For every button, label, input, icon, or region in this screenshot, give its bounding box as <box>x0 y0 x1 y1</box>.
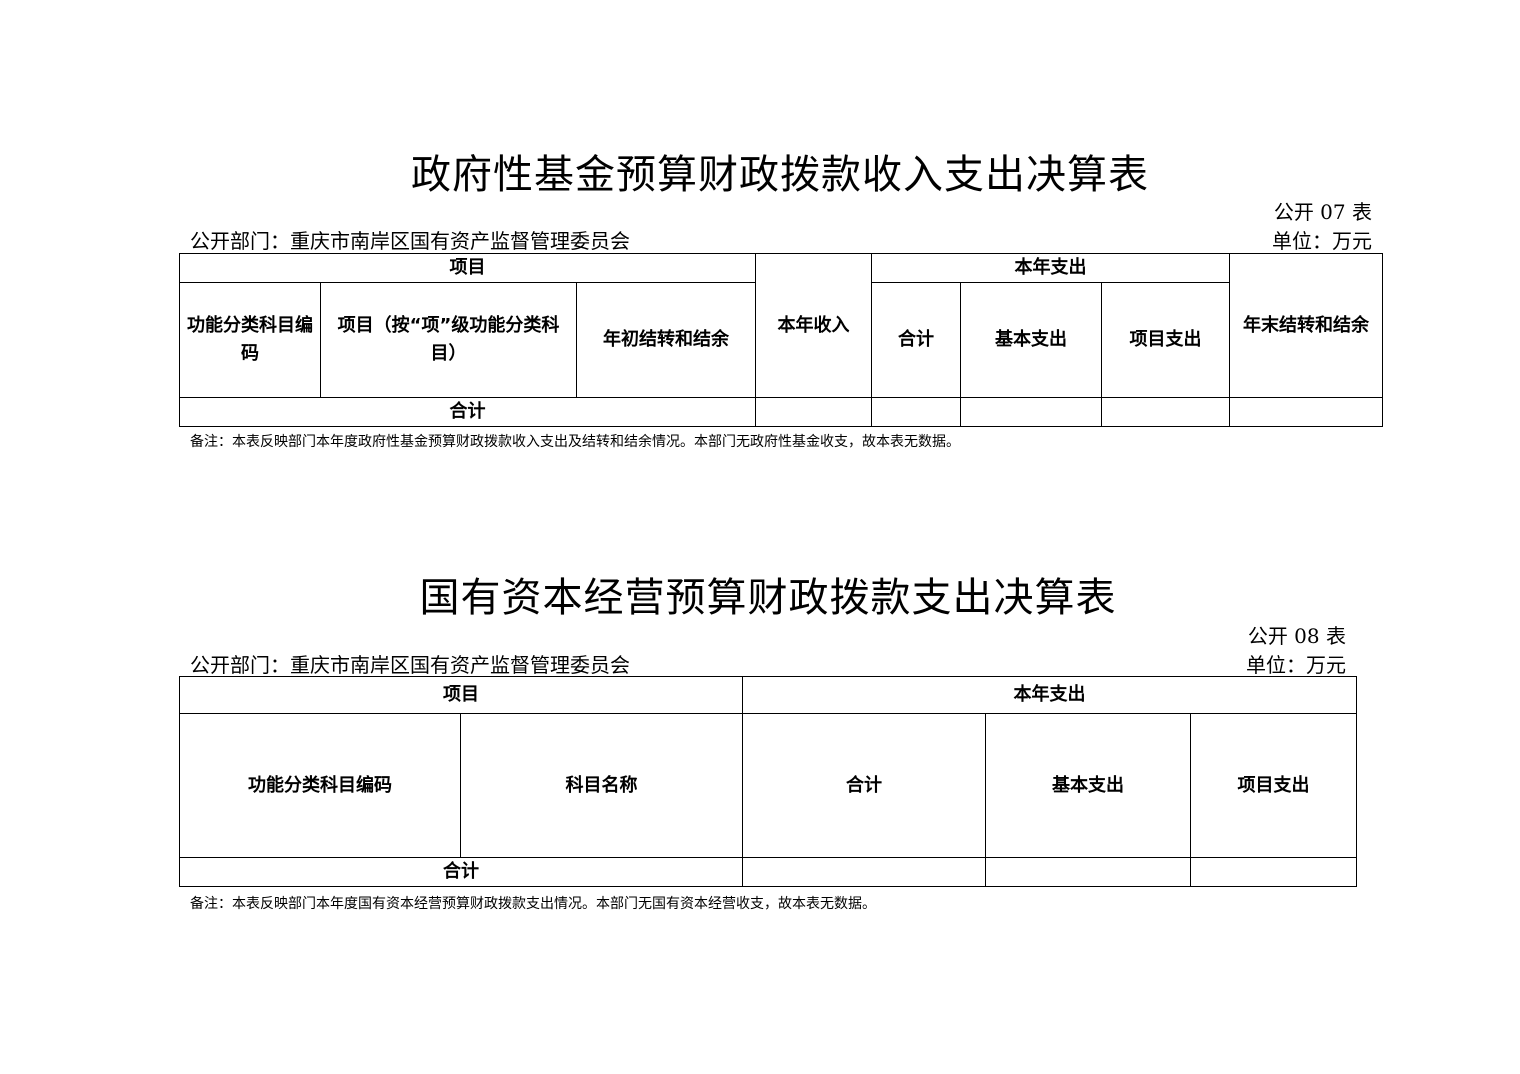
table1-header-basic: 基本支出 <box>960 282 1103 398</box>
table1-header-item-group: 项目 <box>178 253 757 283</box>
table2-unit: 单位：万元 <box>1246 653 1346 677</box>
table2-grid: 项目 本年支出 功能分类科目编码 科目名称 合计 基本支出 项目支出 合计 <box>179 676 1358 887</box>
table1-note: 备注：本表反映部门本年度政府性基金预算财政拨款收入支出及结转和结余情况。本部门无… <box>190 434 960 450</box>
table1-header-total: 合计 <box>871 282 962 398</box>
table2-note: 备注：本表反映部门本年度国有资本经营预算财政拨款支出情况。本部门无国有资本经营收… <box>190 896 876 912</box>
table2-title: 国有资本经营预算财政拨款支出决算表 <box>419 575 1117 621</box>
table2-total-expense <box>742 857 986 887</box>
table1-header-func-code: 功能分类科目编码 <box>179 282 321 398</box>
table2-total-project <box>1189 857 1358 887</box>
table1-unit: 单位：万元 <box>1272 229 1372 253</box>
table2-total-basic <box>985 857 1191 887</box>
table1-header-begin-balance: 年初结转和结余 <box>575 282 757 398</box>
table1-total-expense <box>871 397 962 427</box>
table1-grid: 项目 本年收入 本年支出 年末结转和结余 功能分类科目编码 项目（按“项”级功能… <box>178 253 1384 427</box>
table1-total-project <box>1101 397 1231 427</box>
table2-header-project: 项目支出 <box>1189 713 1358 858</box>
table1-total-row: 合计 <box>178 397 1384 427</box>
table2-total-row: 合计 <box>179 857 1358 887</box>
table1-header-income: 本年收入 <box>755 253 873 398</box>
table1-number: 公开 07 表 <box>1273 200 1372 224</box>
table1-total-basic <box>960 397 1103 427</box>
table1-title: 政府性基金预算财政拨款收入支出决算表 <box>411 152 1149 198</box>
table2-header-subject-name: 科目名称 <box>460 713 743 858</box>
table1-total-end-balance <box>1229 397 1384 427</box>
table1-total-income <box>755 397 873 427</box>
table1-total-label: 合计 <box>178 397 757 427</box>
table2-total-label: 合计 <box>179 857 743 887</box>
table2-header-func-code: 功能分类科目编码 <box>179 713 461 858</box>
table2-header-item-group: 项目 <box>179 676 743 714</box>
table1-header-project: 项目支出 <box>1101 282 1231 398</box>
table2-header-expense-group: 本年支出 <box>741 676 1358 714</box>
table1-header-end-balance: 年末结转和结余 <box>1229 253 1384 398</box>
table1-header-item-by: 项目（按“项”级功能分类科目） <box>320 282 577 398</box>
table2-header-total: 合计 <box>742 713 986 858</box>
table1-department: 公开部门：重庆市南岸区国有资产监督管理委员会 <box>190 229 630 253</box>
table2-number: 公开 08 表 <box>1247 624 1346 648</box>
table2-header-basic: 基本支出 <box>985 713 1191 858</box>
table2-department: 公开部门：重庆市南岸区国有资产监督管理委员会 <box>190 653 630 677</box>
table1-header-expense-group: 本年支出 <box>871 253 1231 283</box>
